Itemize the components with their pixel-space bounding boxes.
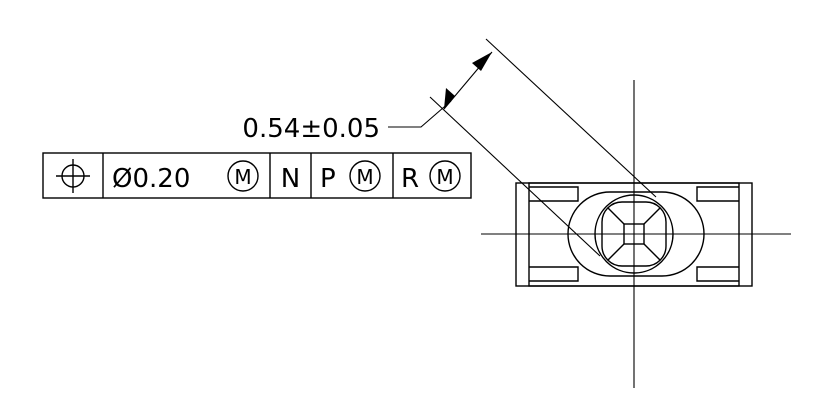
center-square — [623, 223, 645, 245]
extension-line-lower — [429, 96, 601, 257]
datum-secondary: P — [320, 164, 336, 194]
dimension-text: 0.54±0.05 — [242, 114, 380, 144]
extension-line-upper — [485, 38, 657, 198]
corner-tab — [529, 186, 579, 202]
pad-diagonals — [607, 207, 661, 261]
inner-circle — [594, 194, 674, 274]
fcf-border — [42, 152, 472, 199]
feature-control-frame: Ø0.20 M N P M R M — [42, 152, 472, 199]
arrow-head-upper — [472, 52, 492, 71]
modifier-letter: M — [436, 165, 453, 189]
leader-line — [388, 100, 452, 128]
fcf-tolerance: Ø0.20 — [112, 164, 190, 194]
modifier-letter: M — [356, 165, 373, 189]
arrow-head-lower — [444, 88, 455, 109]
pad-outline — [601, 201, 667, 267]
mmc-modifier-icon: M — [349, 160, 381, 192]
mmc-modifier-icon: M — [227, 160, 259, 192]
corner-tab — [696, 186, 739, 202]
angled-dimension: 0.54±0.05 — [242, 38, 657, 257]
part-view — [481, 80, 791, 388]
corner-tab — [529, 266, 579, 282]
corner-tab — [696, 266, 739, 282]
datum-tertiary: R — [401, 164, 419, 194]
position-symbol-icon — [56, 159, 90, 193]
part-inner-outline — [528, 182, 740, 287]
datum-primary: N — [281, 164, 300, 194]
modifier-letter: M — [234, 165, 251, 189]
slot-outline — [567, 191, 705, 277]
mmc-modifier-icon: M — [429, 160, 461, 192]
